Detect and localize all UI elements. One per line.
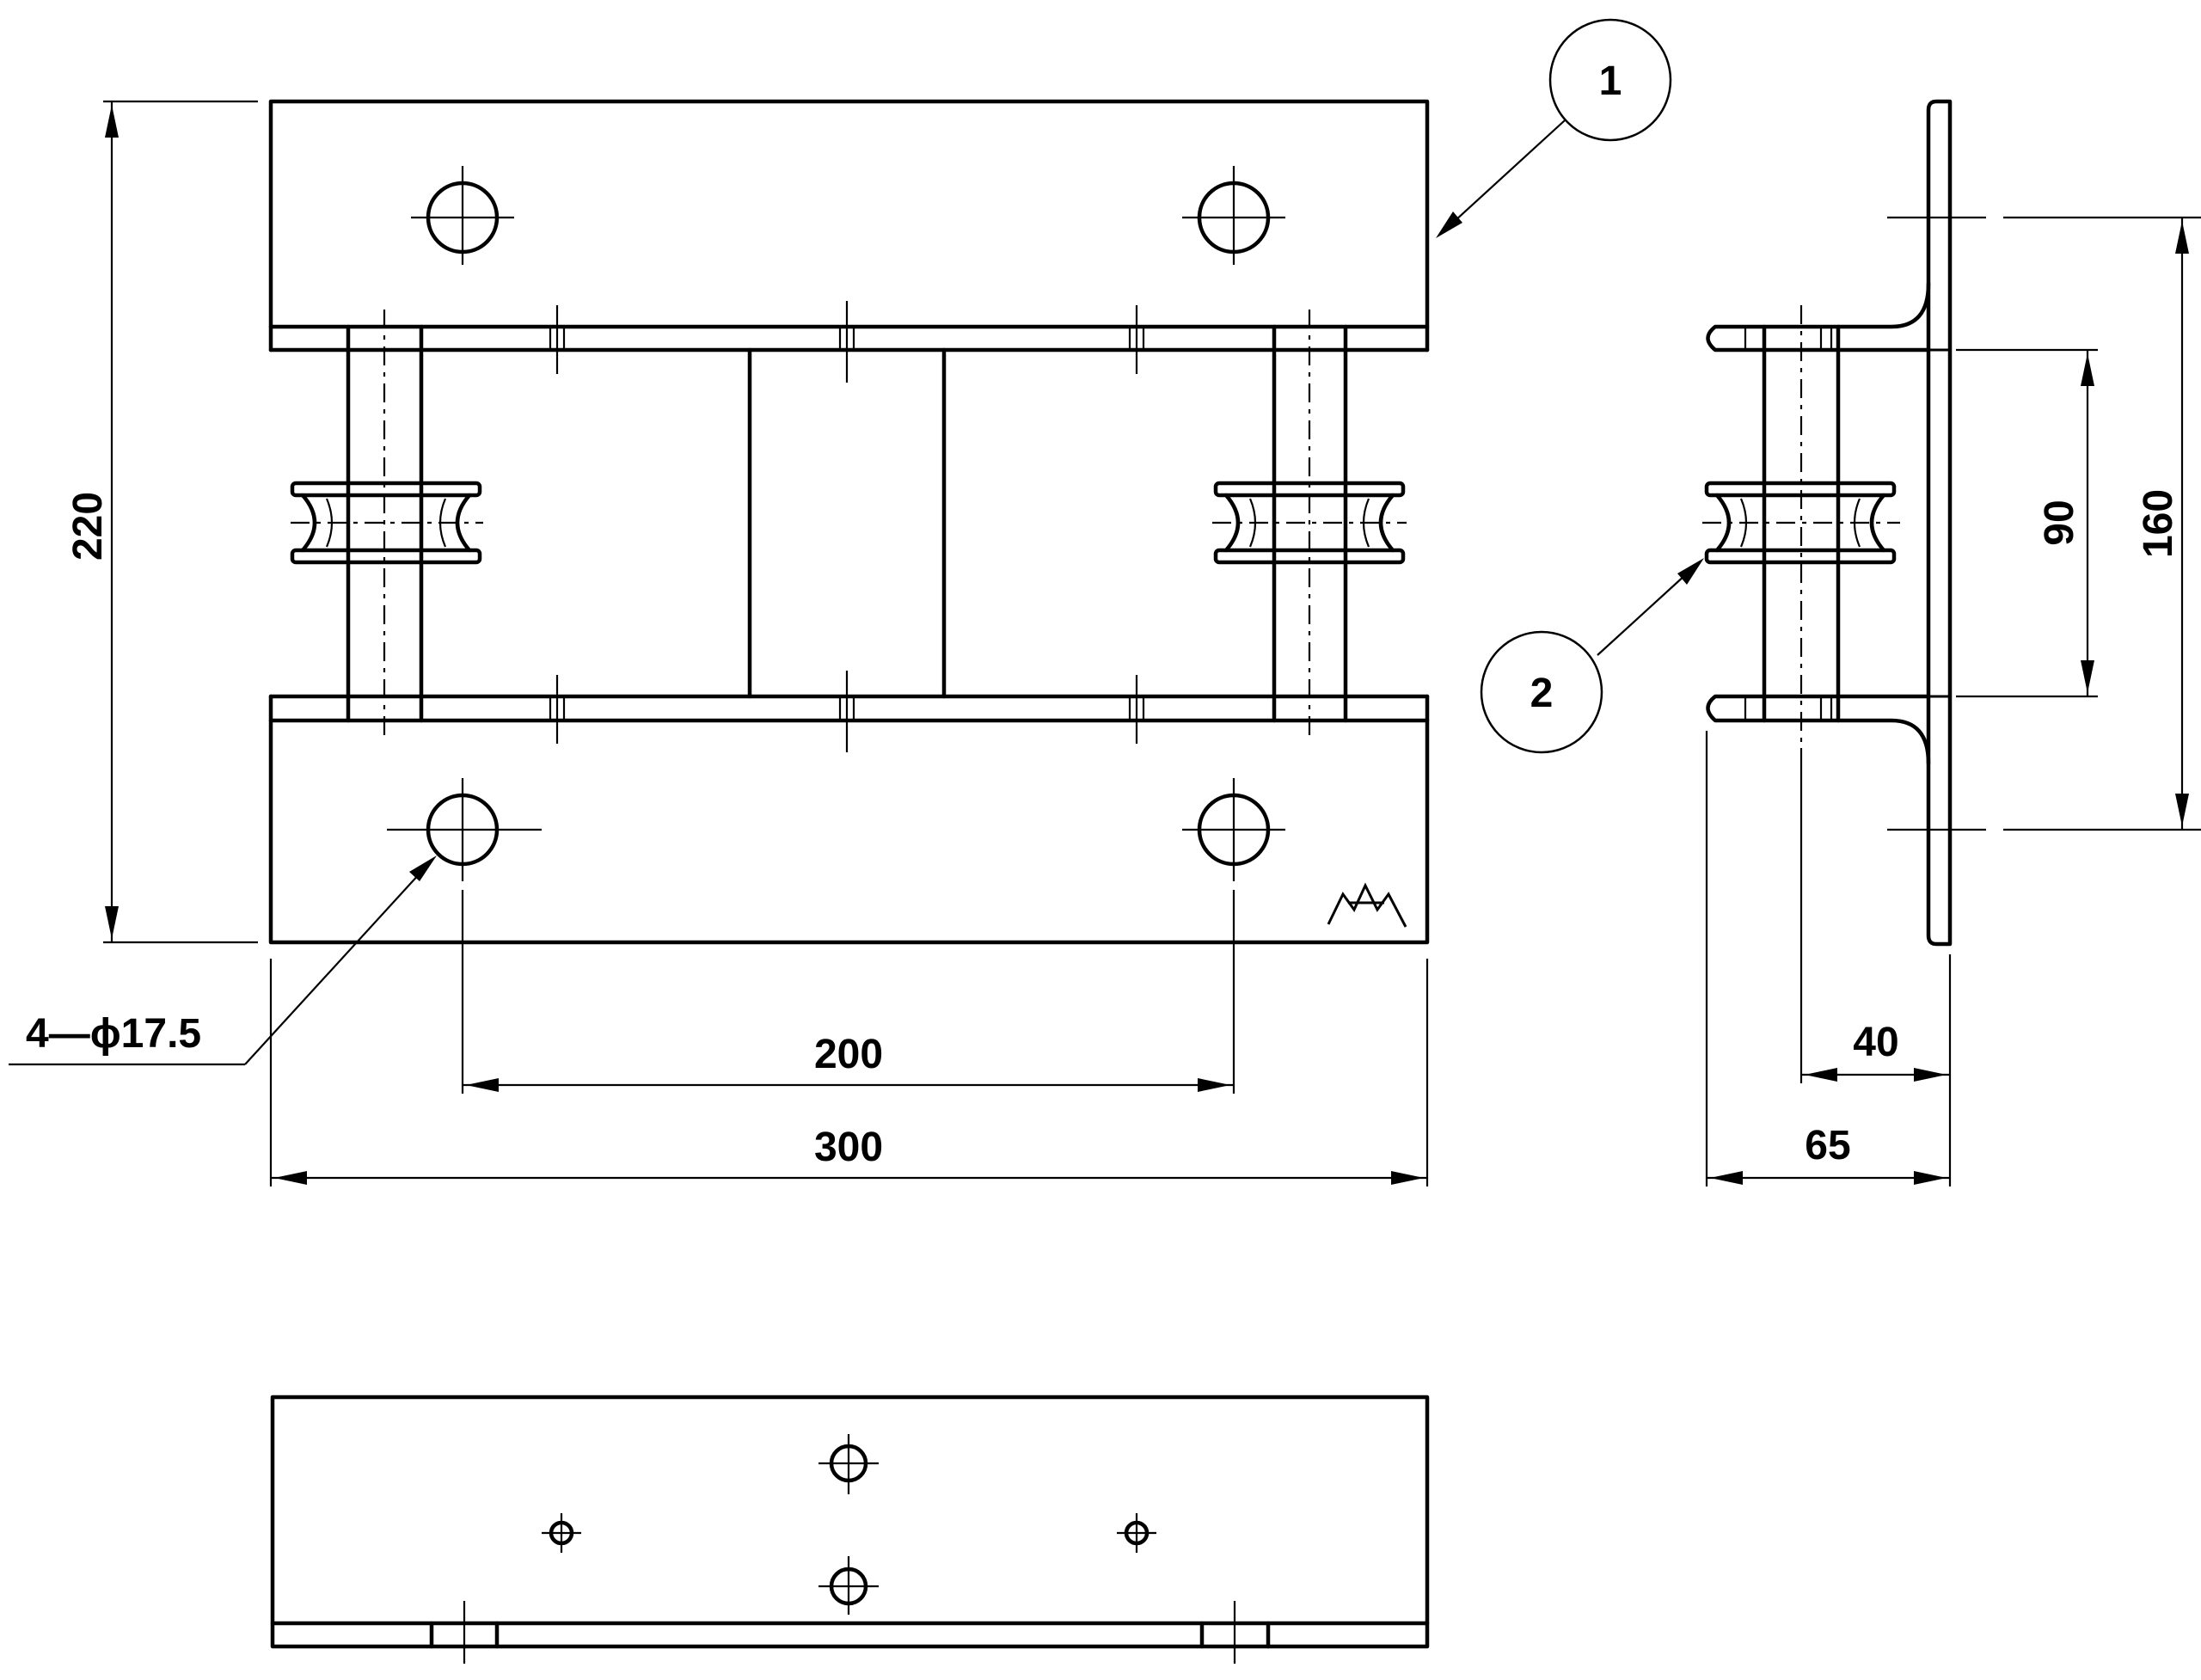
dim-inner-90: 90 bbox=[1956, 348, 2098, 698]
dim-inner-label: 90 bbox=[2037, 500, 2082, 545]
bolt-hole bbox=[411, 166, 514, 265]
hole-callout: 4—ϕ17.5 bbox=[9, 855, 437, 1066]
balloon-1: 1 bbox=[1436, 18, 1672, 238]
bottom-view bbox=[270, 1395, 1430, 1664]
spool-left bbox=[290, 481, 483, 565]
dim-hole-spacing-200: 200 bbox=[461, 890, 1235, 1094]
dim-outer-160: 160 bbox=[2003, 216, 2201, 831]
bolt-hole bbox=[387, 778, 542, 881]
left-shaft bbox=[346, 310, 424, 739]
bolt-hole bbox=[1182, 778, 1285, 881]
front-view bbox=[268, 99, 1430, 945]
dim-width-label: 300 bbox=[814, 1125, 883, 1170]
dim-depth-40: 40 bbox=[1799, 748, 1952, 1186]
right-shaft bbox=[1272, 310, 1348, 739]
spool-right bbox=[1212, 481, 1407, 565]
balloon-2-label: 2 bbox=[1530, 671, 1554, 716]
dim-height-220: 220 bbox=[65, 100, 258, 944]
mounting-hole-small bbox=[542, 1513, 581, 1553]
balloon-2: 2 bbox=[1480, 558, 1704, 754]
spool-side bbox=[1702, 481, 1900, 565]
side-view bbox=[1702, 99, 1986, 947]
dim-outer-label: 160 bbox=[2136, 489, 2181, 558]
rivet-marks-bottom bbox=[549, 671, 1145, 752]
dim-depth-65: 65 bbox=[1705, 731, 1950, 1186]
bottom-plate bbox=[268, 718, 1430, 945]
bottom-view-plate bbox=[270, 1395, 1430, 1649]
rivet-marks-top bbox=[549, 301, 1145, 383]
mounting-hole bbox=[818, 1556, 879, 1615]
dim-height-label: 220 bbox=[65, 492, 111, 561]
side-plate bbox=[1926, 99, 1953, 947]
maker-logo bbox=[1327, 882, 1407, 928]
mounting-hole bbox=[818, 1434, 879, 1494]
dim-hole-spacing-label: 200 bbox=[814, 1032, 883, 1077]
dim-depth-small-label: 40 bbox=[1853, 1020, 1898, 1065]
bolt-hole bbox=[1182, 166, 1285, 265]
balloon-1-label: 1 bbox=[1599, 58, 1622, 104]
hole-callout-label: 4—ϕ17.5 bbox=[26, 1011, 201, 1057]
dim-depth-large-label: 65 bbox=[1805, 1123, 1850, 1168]
top-plate bbox=[268, 99, 1430, 329]
mounting-hole-small bbox=[1117, 1513, 1156, 1553]
dim-width-300: 300 bbox=[269, 959, 1429, 1186]
